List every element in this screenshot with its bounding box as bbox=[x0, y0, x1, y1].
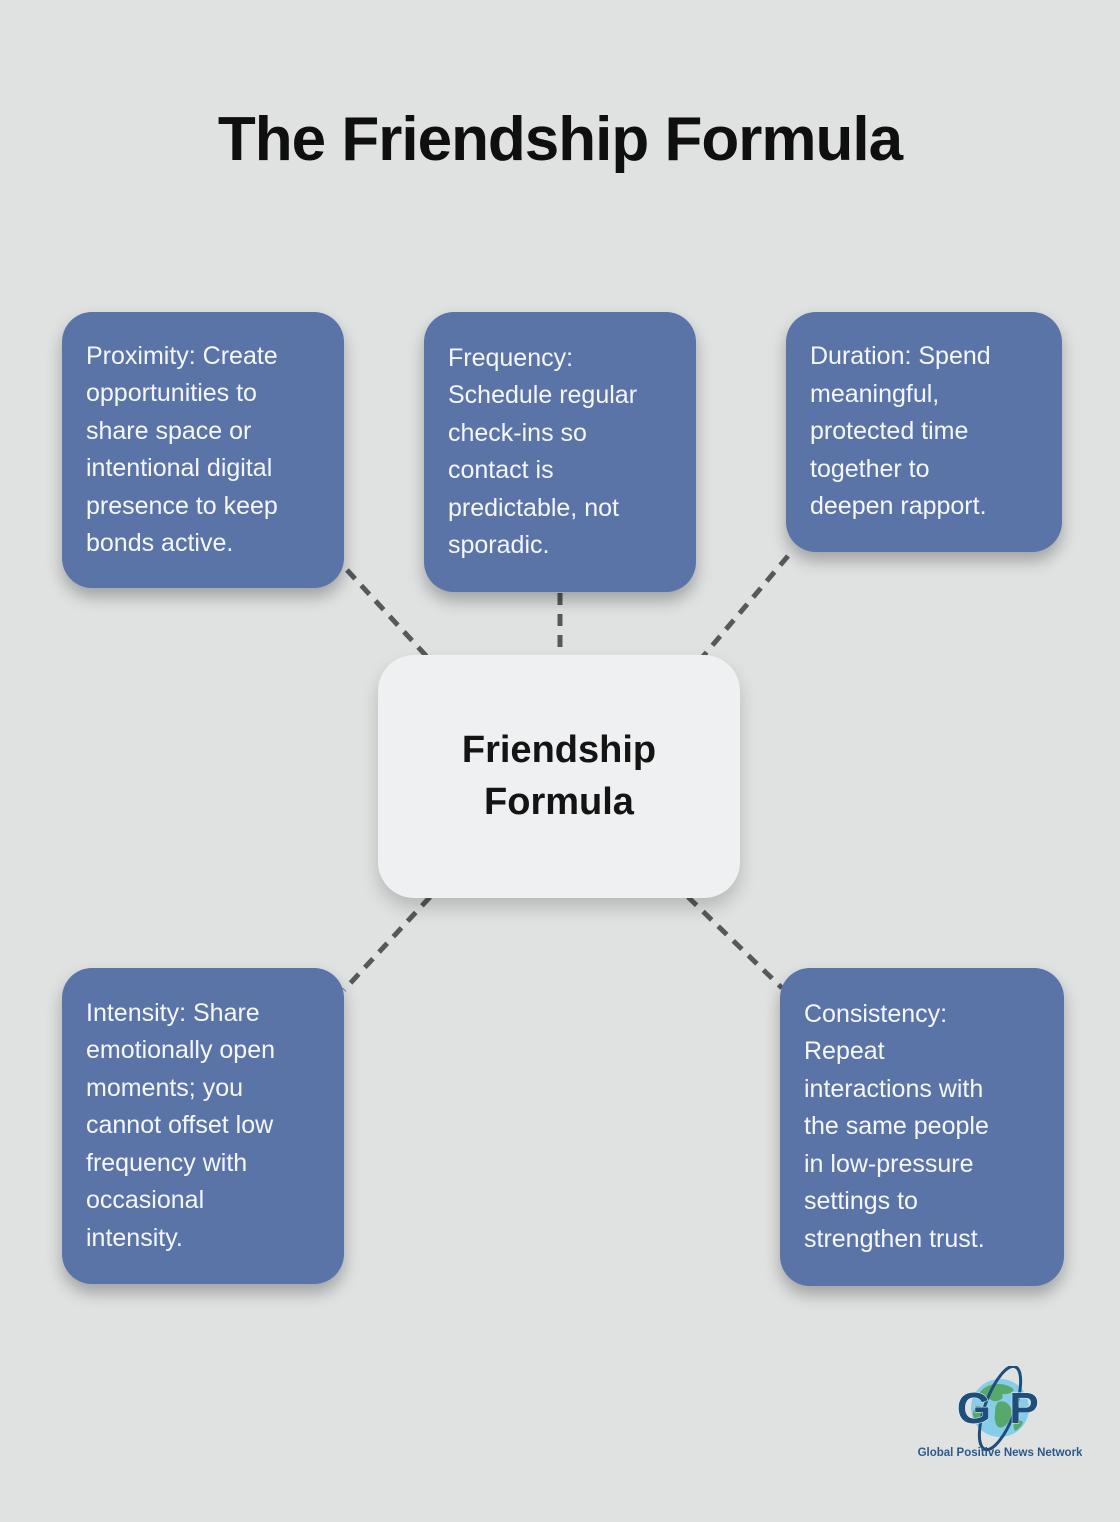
globe-icon bbox=[971, 1366, 1029, 1452]
node-proximity-text: Proximity: Create opportunities to share… bbox=[86, 341, 278, 558]
connector-proximity-center bbox=[345, 568, 432, 662]
center-node: Friendship Formula bbox=[378, 655, 740, 898]
page-title: The Friendship Formula bbox=[217, 105, 903, 174]
node-frequency-text: Frequency: Schedule regular check-ins so… bbox=[448, 343, 638, 560]
center-node-label: Friendship Formula bbox=[461, 729, 657, 823]
connector-center-intensity bbox=[342, 895, 432, 992]
logo-letter-g: G bbox=[957, 1384, 991, 1433]
connector-duration-center bbox=[698, 554, 790, 662]
node-frequency: Frequency: Schedule regular check-ins so… bbox=[424, 312, 696, 592]
node-intensity-text: Intensity: Share emotionally open moment… bbox=[86, 998, 276, 1252]
gpnn-logo: G P Global Positive News Network bbox=[918, 1366, 1082, 1459]
orbit-ring bbox=[977, 1366, 1023, 1452]
node-proximity: Proximity: Create opportunities to share… bbox=[62, 312, 344, 588]
logo-letter-p: P bbox=[1009, 1384, 1038, 1433]
node-consistency: Consistency: Repeat interactions with th… bbox=[780, 968, 1064, 1286]
node-intensity: Intensity: Share emotionally open moment… bbox=[62, 968, 344, 1284]
connector-center-consistency bbox=[686, 895, 784, 990]
node-duration: Duration: Spend meaningful, protected ti… bbox=[786, 312, 1062, 552]
node-duration-text: Duration: Spend meaningful, protected ti… bbox=[810, 342, 991, 521]
node-consistency-text: Consistency: Repeat interactions with th… bbox=[804, 999, 989, 1253]
logo-caption: Global Positive News Network bbox=[918, 1447, 1082, 1459]
